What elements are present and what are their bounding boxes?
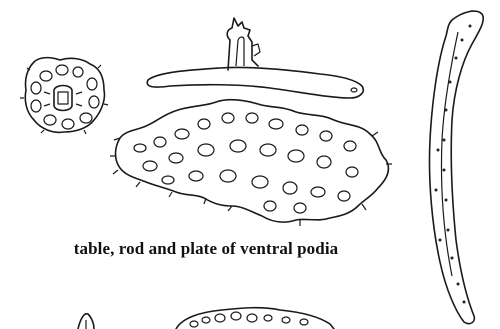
rod-ossicle bbox=[147, 18, 363, 98]
partial-plate-bottom bbox=[176, 308, 334, 329]
long-rod-ossicle bbox=[429, 11, 483, 323]
figure-caption: table, rod and plate of ventral podia bbox=[0, 239, 412, 259]
partial-ossicle-bottom-left bbox=[78, 314, 94, 329]
table-ossicle bbox=[20, 58, 108, 134]
plate-ossicle bbox=[110, 100, 392, 226]
